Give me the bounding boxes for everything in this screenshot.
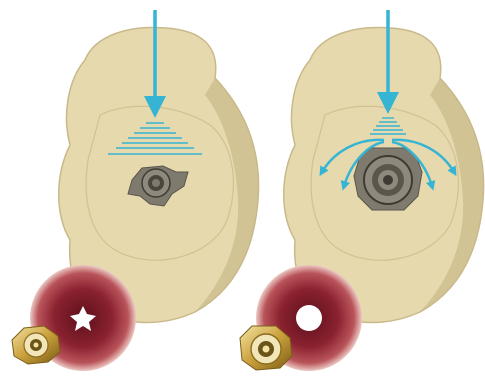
left-gold-implant: [12, 326, 60, 364]
left-panel: [12, 10, 259, 371]
right-gold-implant: [240, 326, 292, 370]
right-implant-head: [354, 148, 422, 210]
right-panel: [240, 10, 484, 371]
right-round-hole: [296, 305, 322, 331]
